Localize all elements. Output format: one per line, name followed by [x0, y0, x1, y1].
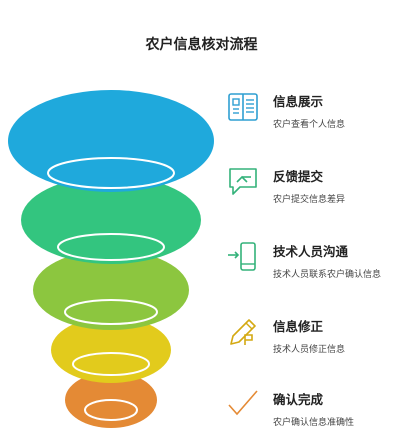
- feedback-bubble-icon: [229, 168, 257, 195]
- funnel-level-3: [33, 250, 189, 330]
- step-label: 反馈提交: [273, 169, 324, 184]
- step-description: 农户提交信息差异: [273, 195, 346, 205]
- step-description: 农户确认信息准确性: [273, 418, 355, 428]
- step-description: 技术人员联系农户确认信息: [273, 270, 382, 280]
- funnel-level-5: [65, 372, 157, 428]
- step-label: 确认完成: [273, 392, 324, 407]
- pencil-edit-icon: [230, 319, 256, 345]
- document-icon: [228, 93, 258, 121]
- step-label: 信息修正: [273, 319, 324, 334]
- phone-contact-icon: [228, 242, 256, 271]
- step-description: 技术人员修正信息: [273, 345, 346, 355]
- step-label: 技术人员沟通: [273, 244, 349, 259]
- funnel-level-2: [21, 176, 201, 264]
- checkmark-icon: [228, 390, 258, 416]
- funnel-level-4: [51, 317, 171, 383]
- funnel-level-1: [8, 90, 214, 192]
- step-label: 信息展示: [273, 94, 324, 109]
- step-description: 农户查看个人信息: [273, 120, 346, 130]
- page-title: 农户信息核对流程: [145, 37, 258, 53]
